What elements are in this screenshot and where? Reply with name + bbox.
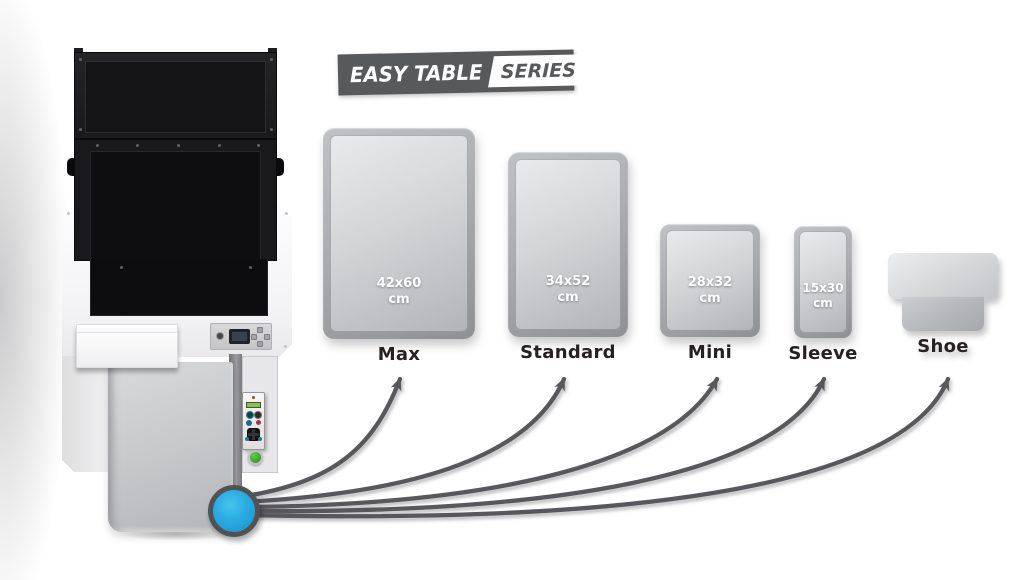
platen-frame: 34x52 cm — [508, 152, 628, 337]
platen-surface: 28x32 cm — [666, 230, 754, 331]
pendant-display — [246, 402, 261, 408]
control-pendant — [242, 392, 265, 450]
platen-mini: 28x32 cm Mini — [660, 224, 760, 363]
output-tray-lip — [77, 325, 177, 333]
nav-down-button — [257, 341, 263, 347]
pendant-button — [245, 437, 249, 441]
banner-title: EASY TABLE — [349, 59, 483, 87]
screw-dot — [67, 212, 70, 215]
platen-max: 42x60 cm Max — [323, 128, 475, 365]
platen-name: Sleeve — [788, 343, 858, 364]
platen-standard: 34x52 cm Standard — [508, 152, 628, 363]
screw-dot — [249, 266, 252, 269]
dimension-value: 28x32 — [687, 274, 733, 290]
screw-dot — [96, 144, 99, 147]
platen-name: Max — [377, 344, 421, 365]
platen-frame: 15x30 cm — [794, 226, 852, 338]
printer-top-cover-panel — [85, 61, 266, 133]
lcd-screen — [232, 332, 247, 341]
printer-top-cover — [74, 52, 277, 139]
printer-mid-cover-panel — [90, 151, 261, 260]
pendant-button — [247, 412, 253, 418]
platen-mount-knob — [208, 485, 260, 537]
platen-surface: 15x30 cm — [799, 231, 847, 333]
platen-frame: 42x60 cm — [323, 128, 475, 339]
platen-dimensions: 15x30 cm — [799, 281, 847, 311]
screw-dot — [270, 128, 273, 131]
screw-dot — [270, 58, 273, 61]
printer-lower-left-panel — [62, 356, 109, 472]
screw-dot — [79, 58, 82, 61]
printer-corner-tab — [268, 48, 277, 55]
dimension-value: 15x30 — [802, 281, 844, 295]
platen-surface — [888, 253, 998, 299]
series-banner: EASY TABLE SERIES — [337, 49, 589, 96]
nav-right-button — [264, 334, 270, 340]
pendant-stop-button — [256, 420, 261, 425]
platen-dimensions: 34x52 cm — [515, 274, 621, 307]
pendant-button — [246, 420, 252, 426]
pendant-logo — [252, 396, 255, 399]
screw-dot — [120, 266, 123, 269]
platen-surface: 34x52 cm — [515, 159, 621, 330]
pendant-dpad-cross — [248, 433, 259, 436]
banner-series-label: SERIES — [500, 58, 577, 83]
lcd-display — [229, 329, 250, 344]
dimension-unit: cm — [813, 296, 833, 310]
screw-dot — [218, 144, 221, 147]
left-edge-shadow — [0, 0, 70, 580]
platen-surface: 42x60 cm — [330, 135, 468, 332]
dimension-unit: cm — [699, 290, 721, 306]
platen-name: Standard — [520, 342, 616, 363]
output-tray — [76, 324, 178, 368]
screw-dot — [284, 345, 287, 348]
screw-dot — [177, 144, 180, 147]
platen-name: Mini — [687, 342, 733, 363]
platen-dimensions: 42x60 cm — [330, 276, 468, 309]
dimension-value: 34x52 — [545, 273, 591, 289]
platen-surface — [902, 297, 984, 331]
printer-side-knob — [67, 158, 75, 176]
screw-dot — [79, 128, 82, 131]
printer-corner-tab — [74, 48, 83, 55]
dimension-unit: cm — [388, 291, 410, 307]
platen-name: Shoe — [917, 336, 969, 357]
platen-sleeve: 15x30 cm Sleeve — [788, 226, 857, 364]
screw-dot — [136, 144, 139, 147]
control-panel — [210, 323, 272, 350]
platen-shoe: Shoe — [888, 253, 998, 357]
printer-print-area — [90, 259, 268, 316]
screw-dot — [257, 144, 260, 147]
platen-dimensions: 28x32 cm — [666, 275, 754, 308]
screw-dot — [285, 212, 288, 215]
power-button — [217, 333, 223, 339]
printer-side-knob — [276, 158, 284, 176]
pendant-button — [258, 437, 262, 441]
pendant-button — [255, 412, 261, 418]
banner-series-box: SERIES — [487, 54, 589, 88]
platen-frame: 28x32 cm — [660, 224, 760, 337]
dimension-value: 42x60 — [376, 275, 422, 291]
dimension-unit: cm — [557, 289, 579, 305]
printer-mid-cover — [74, 139, 277, 261]
green-start-button — [248, 450, 263, 465]
nav-left-button — [251, 334, 257, 340]
nav-up-button — [257, 327, 263, 333]
